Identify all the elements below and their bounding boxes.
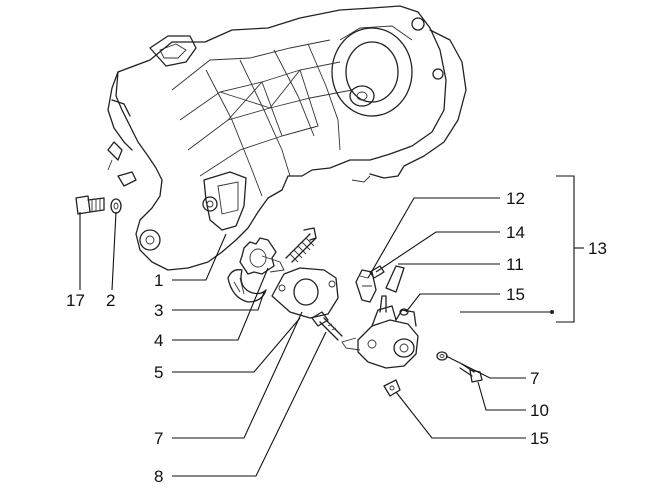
spring-drawing	[285, 227, 317, 263]
oil-pump-drawing	[341, 295, 419, 369]
callout-7-left: 7	[154, 429, 163, 448]
callout-7-right: 7	[530, 369, 539, 388]
clip-15-lower-drawing	[383, 379, 401, 397]
callout-15-lower: 15	[530, 429, 549, 448]
callout-12: 12	[506, 189, 525, 208]
callout-14: 14	[506, 223, 525, 242]
callout-17: 17	[66, 291, 85, 310]
washer-2-drawing	[110, 198, 122, 214]
bolt-8-drawing	[311, 311, 343, 341]
gasket-5-drawing	[271, 267, 339, 319]
chain-part-3-drawing	[227, 269, 267, 303]
callout-1: 1	[154, 271, 163, 290]
callout-3: 3	[154, 301, 163, 320]
callout-8: 8	[154, 467, 163, 486]
hose-11-drawing	[385, 265, 405, 293]
washer-7-drawing	[436, 351, 448, 361]
callout-2: 2	[106, 291, 115, 310]
leader-lines	[79, 175, 584, 477]
callout-15-upper: 15	[506, 285, 525, 304]
callout-4: 4	[154, 331, 163, 350]
crankcase-drawing	[107, 5, 467, 271]
drive-gear-drawing	[239, 237, 285, 275]
callout-5: 5	[154, 363, 163, 382]
screw-10-drawing	[459, 363, 483, 383]
bolt-17-drawing	[75, 195, 105, 215]
callout-labels: 12 14 11 15 13 1 3 4 5 7 7 8 10 15 17 2	[66, 189, 607, 486]
callout-10: 10	[530, 401, 549, 420]
pipe-12-drawing	[355, 269, 377, 303]
callout-13: 13	[588, 239, 607, 258]
callout-11: 11	[506, 255, 524, 274]
clip-14-drawing	[369, 265, 385, 279]
clip-15-upper-drawing	[399, 308, 409, 316]
